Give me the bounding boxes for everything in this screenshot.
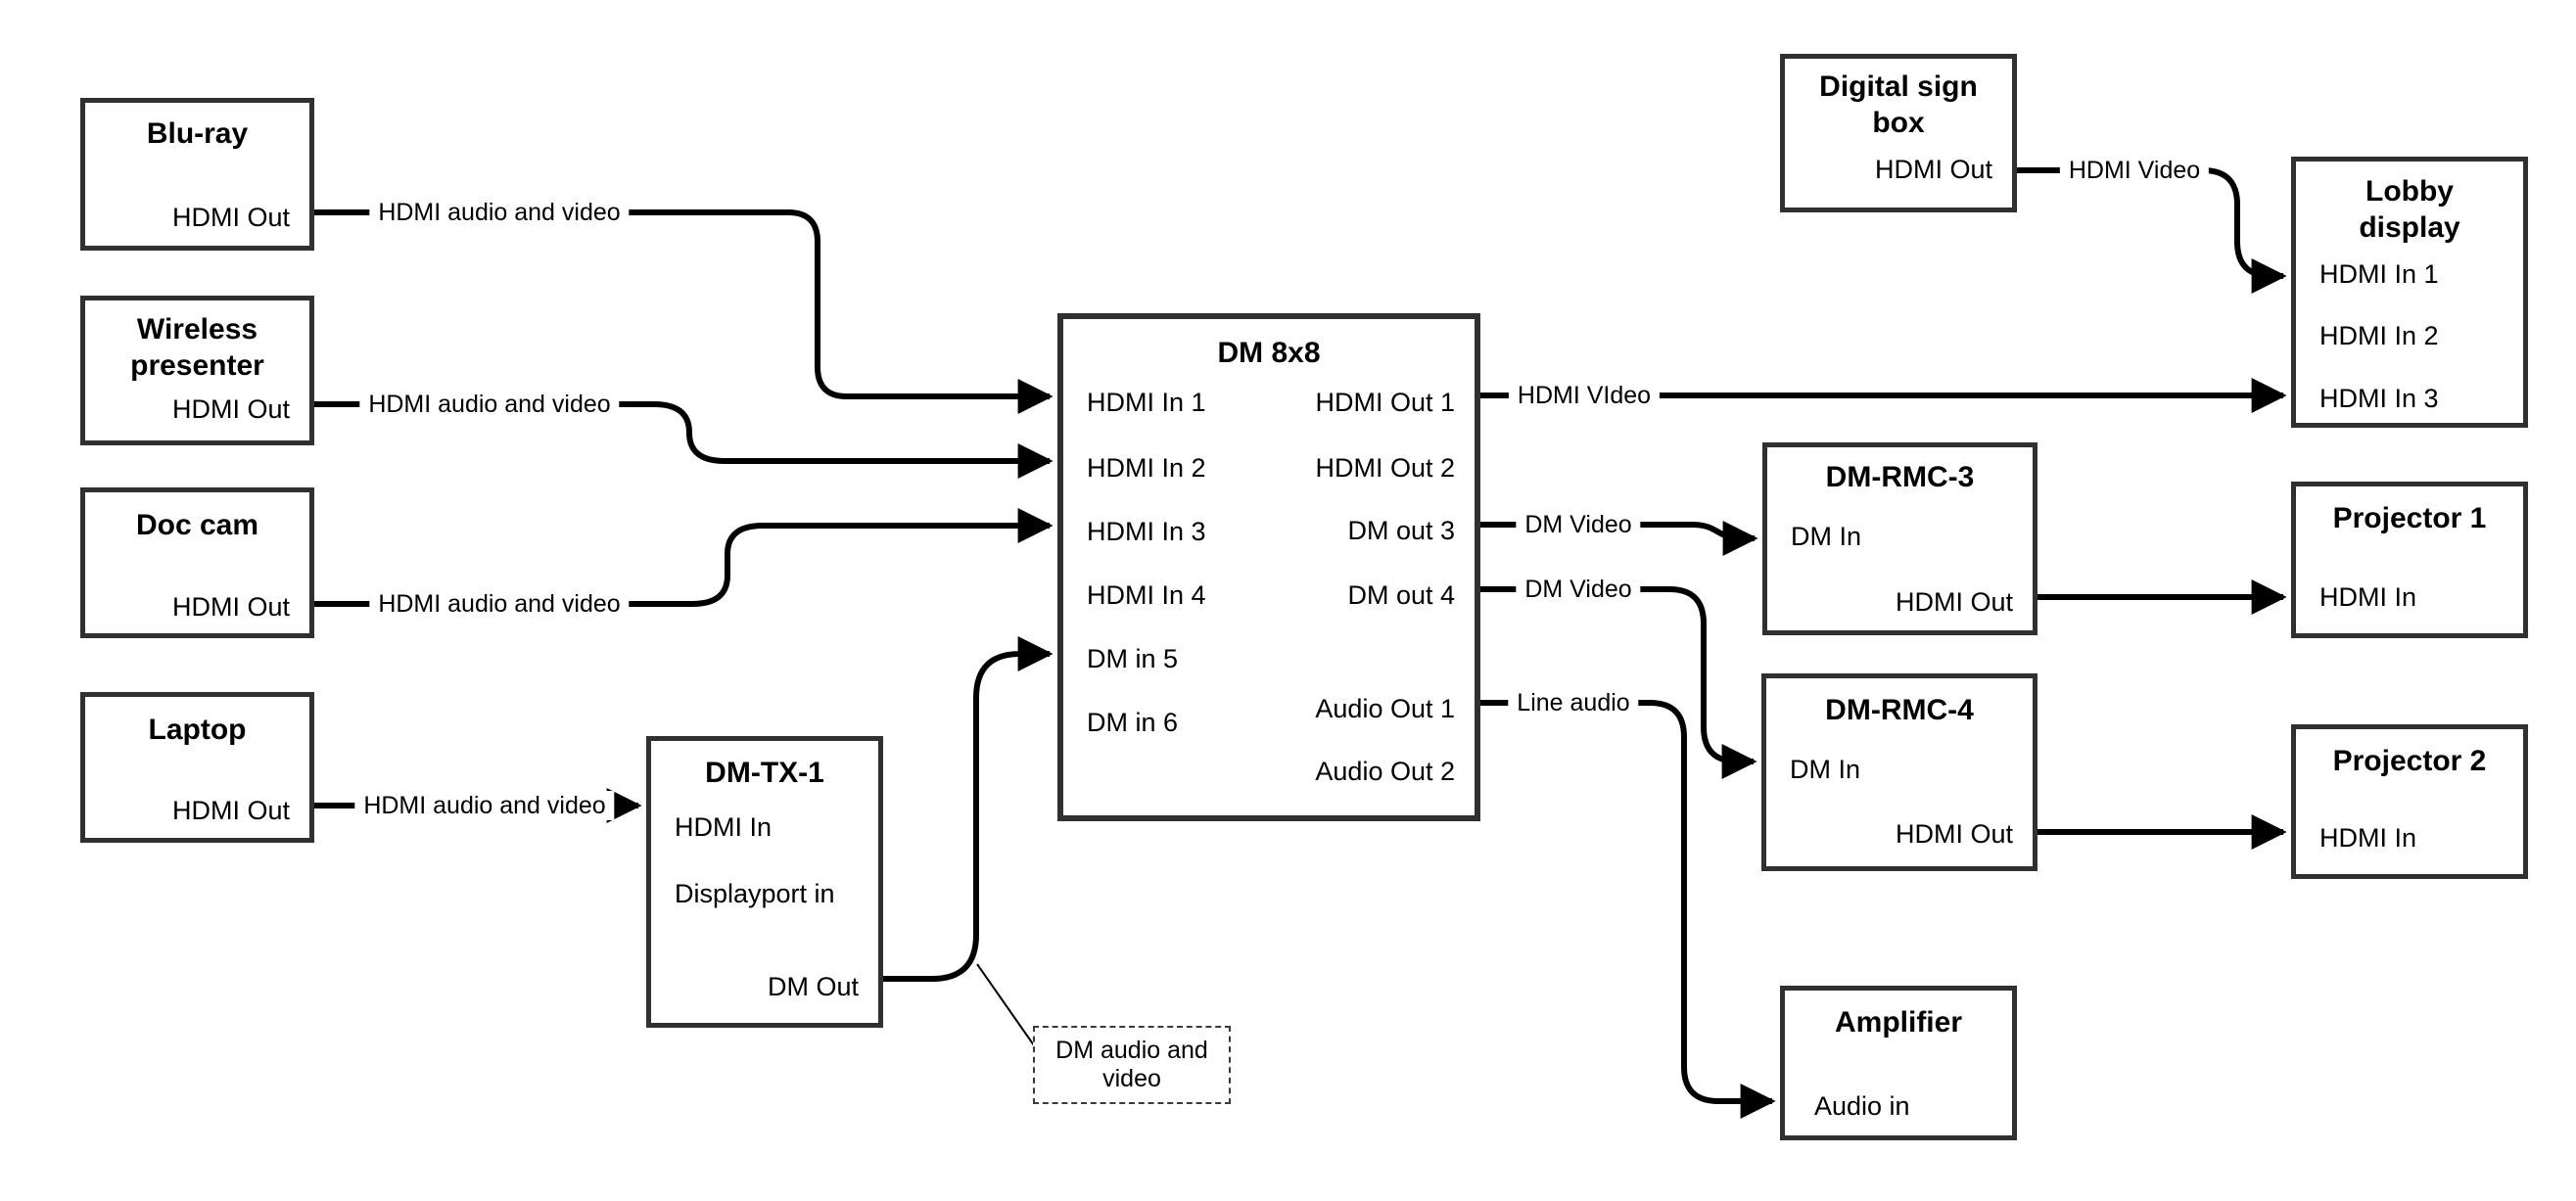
node-dmtx1-title-line: DM-TX-1 xyxy=(705,757,824,789)
wire-label-laptop: HDMI audio and video xyxy=(354,791,615,820)
node-dm8x8-title: DM 8x8 xyxy=(1063,335,1475,371)
node-rmc3-title: DM-RMC-3 xyxy=(1767,459,2033,495)
port-dm8x8-dm-in-6: DM in 6 xyxy=(1087,708,1179,737)
node-dm-tx-1: DM-TX-1 HDMI In Displayport in DM Out xyxy=(646,736,883,1028)
port-doccam-hdmi-out: HDMI Out xyxy=(171,592,290,622)
port-amp-audio-in: Audio in xyxy=(1814,1091,1910,1121)
node-amplifier: Amplifier Audio in xyxy=(1780,986,2017,1140)
wire-label-dm-video-3: DM Video xyxy=(1516,510,1641,539)
node-proj1-title-line: Projector 1 xyxy=(2332,502,2487,534)
node-wireless-title-line1: Wireless xyxy=(136,313,258,346)
node-lobby-title-line1: Lobby xyxy=(2365,175,2454,208)
node-bluray-title: Blu-ray xyxy=(85,115,309,152)
port-dm8x8-hdmi-in-1: HDMI In 1 xyxy=(1087,388,1206,417)
port-rmc4-dm-in: DM In xyxy=(1790,755,1861,784)
port-lobby-hdmi-in-3: HDMI In 3 xyxy=(2319,384,2439,413)
wire-label-hdmi-video-1: HDMI VIdeo xyxy=(1508,381,1661,410)
wire-dmout3-to-rmc3 xyxy=(1480,521,1758,556)
wire-label-wireless: HDMI audio and video xyxy=(359,390,620,419)
port-laptop-hdmi-out: HDMI Out xyxy=(171,796,290,825)
node-wireless-title-line2: presenter xyxy=(130,349,264,382)
port-dm8x8-dm-in-5: DM in 5 xyxy=(1087,644,1179,673)
node-rmc3-title-line: DM-RMC-3 xyxy=(1825,461,1975,493)
wire-audioout1-to-amp xyxy=(1480,700,1776,1119)
port-proj1-hdmi-in: HDMI In xyxy=(2319,582,2417,612)
node-digisign-title-line2: box xyxy=(1872,107,1925,139)
node-digisign-title-line1: Digital sign xyxy=(1819,70,1978,103)
node-bluray-title-line: Blu-ray xyxy=(146,117,249,150)
port-wireless-hdmi-out: HDMI Out xyxy=(171,394,290,424)
callout-leader-line xyxy=(976,963,1035,1046)
port-dm8x8-audio-out-2: Audio Out 2 xyxy=(1315,757,1455,786)
wire-bluray-to-dm8x8 xyxy=(314,209,1054,414)
port-dmtx1-dm-out: DM Out xyxy=(767,972,859,1001)
port-dm8x8-dm-out-4: DM out 4 xyxy=(1347,580,1455,610)
node-wireless-title: Wireless presenter xyxy=(85,311,309,384)
callout-line2: video xyxy=(1102,1065,1161,1092)
port-proj2-hdmi-in: HDMI In xyxy=(2319,823,2417,853)
wire-label-dm-video-4: DM Video xyxy=(1516,575,1641,604)
wire-wireless-to-dm8x8 xyxy=(314,401,1054,479)
node-rmc4-title-line: DM-RMC-4 xyxy=(1825,694,1974,726)
wire-label-line-audio: Line audio xyxy=(1508,688,1639,717)
node-amp-title: Amplifier xyxy=(1785,1004,2012,1040)
node-doccam-title: Doc cam xyxy=(85,507,309,543)
node-digisign-title: Digital sign box xyxy=(1785,69,2012,141)
node-projector-1: Projector 1 HDMI In xyxy=(2291,482,2528,638)
node-proj2-title: Projector 2 xyxy=(2296,743,2523,779)
node-lobby-display: Lobby display HDMI In 1 HDMI In 2 HDMI I… xyxy=(2291,157,2528,428)
node-dm-8x8: DM 8x8 HDMI In 1 HDMI In 2 HDMI In 3 HDM… xyxy=(1057,313,1480,821)
node-lobby-title: Lobby display xyxy=(2296,173,2523,246)
port-dm8x8-hdmi-out-2: HDMI Out 2 xyxy=(1315,453,1455,483)
node-bluray: Blu-ray HDMI Out xyxy=(80,98,314,251)
wire-digisign-to-lobby xyxy=(2017,167,2287,294)
port-dm8x8-dm-out-3: DM out 3 xyxy=(1347,516,1455,545)
wire-label-doccam: HDMI audio and video xyxy=(369,589,630,619)
node-laptop-title: Laptop xyxy=(85,712,309,748)
port-rmc3-dm-in: DM In xyxy=(1791,522,1862,551)
port-dm8x8-hdmi-out-1: HDMI Out 1 xyxy=(1315,388,1455,417)
node-doccam-title-line: Doc cam xyxy=(135,509,259,541)
port-dmtx1-hdmi-in: HDMI In xyxy=(675,812,773,842)
wire-dmout4-to-rmc4 xyxy=(1480,586,1757,779)
node-lobby-title-line2: display xyxy=(2359,211,2460,244)
port-dmtx1-displayport-in: Displayport in xyxy=(675,879,835,908)
port-dm8x8-hdmi-in-2: HDMI In 2 xyxy=(1087,453,1206,483)
callout-dm-audio-video: DM audio and video xyxy=(1033,1026,1231,1104)
node-doc-cam: Doc cam HDMI Out xyxy=(80,487,314,638)
wire-label-hdmi-video-2: HDMI Video xyxy=(2059,156,2210,185)
wire-dmtx1-to-dm8x8 xyxy=(883,636,1054,982)
port-dm8x8-hdmi-in-3: HDMI In 3 xyxy=(1087,517,1206,546)
node-dmtx1-title: DM-TX-1 xyxy=(651,755,878,791)
node-digital-sign-box: Digital sign box HDMI Out xyxy=(1780,54,2017,212)
port-rmc4-hdmi-out: HDMI Out xyxy=(1895,819,2013,849)
wire-doccam-to-dm8x8 xyxy=(314,508,1054,607)
port-dm8x8-hdmi-in-4: HDMI In 4 xyxy=(1087,580,1206,610)
node-proj1-title: Projector 1 xyxy=(2296,500,2523,536)
port-lobby-hdmi-in-1: HDMI In 1 xyxy=(2319,259,2439,289)
port-digisign-hdmi-out: HDMI Out xyxy=(1874,155,1992,184)
node-dm-rmc-3: DM-RMC-3 DM In HDMI Out xyxy=(1762,442,2037,635)
port-lobby-hdmi-in-2: HDMI In 2 xyxy=(2319,321,2439,350)
node-rmc4-title: DM-RMC-4 xyxy=(1766,692,2033,728)
node-proj2-title-line: Projector 2 xyxy=(2332,745,2487,777)
node-amp-title-line: Amplifier xyxy=(1834,1006,1963,1039)
node-wireless-presenter: Wireless presenter HDMI Out xyxy=(80,296,314,445)
port-dm8x8-audio-out-1: Audio Out 1 xyxy=(1315,694,1455,723)
node-projector-2: Projector 2 HDMI In xyxy=(2291,724,2528,879)
callout-line1: DM audio and xyxy=(1055,1037,1208,1064)
wire-label-bluray: HDMI audio and video xyxy=(369,198,630,227)
node-laptop-title-line: Laptop xyxy=(148,714,247,746)
node-dm8x8-title-line: DM 8x8 xyxy=(1217,337,1321,369)
port-rmc3-hdmi-out: HDMI Out xyxy=(1895,587,2013,617)
node-dm-rmc-4: DM-RMC-4 DM In HDMI Out xyxy=(1761,673,2037,871)
node-laptop: Laptop HDMI Out xyxy=(80,692,314,843)
port-bluray-hdmi-out: HDMI Out xyxy=(171,203,290,232)
